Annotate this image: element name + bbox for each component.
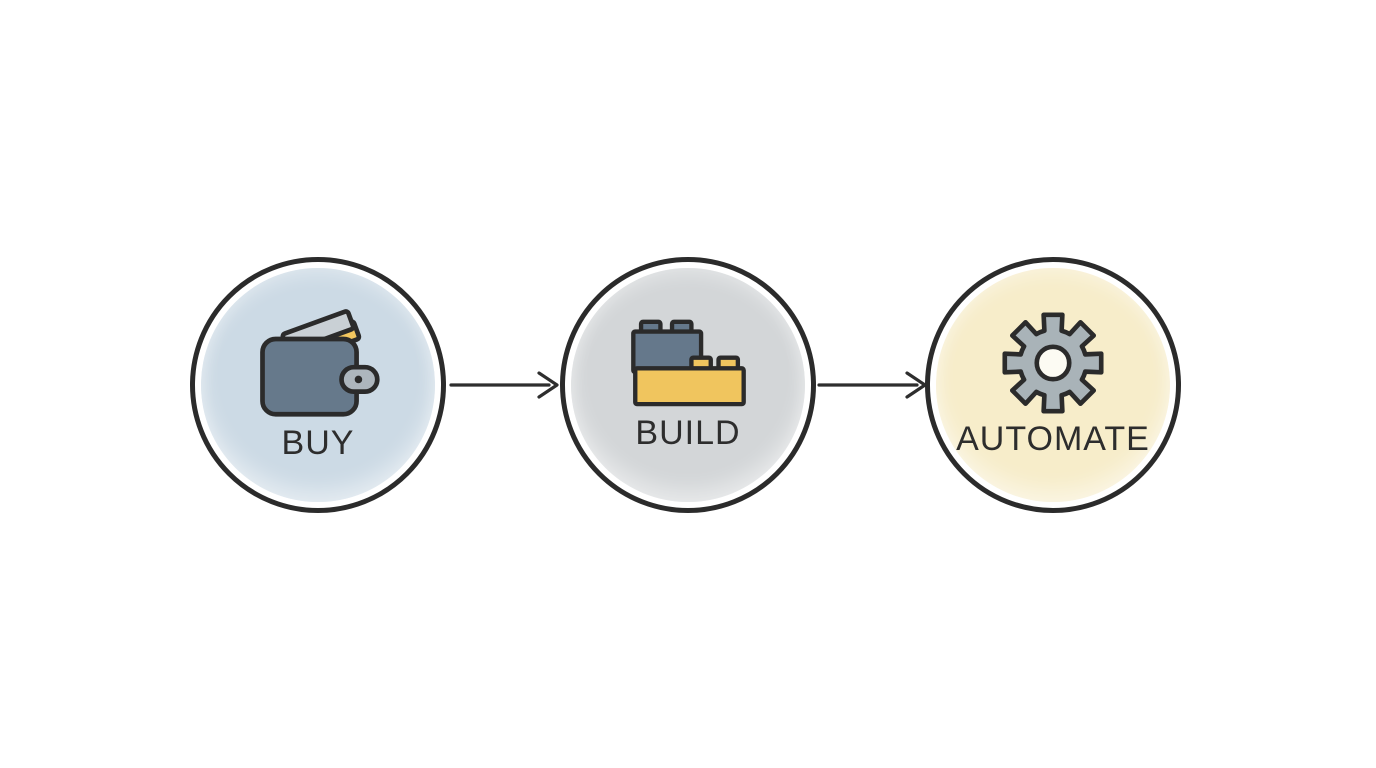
step-node-build: BUILD <box>560 257 816 513</box>
lego-bricks-icon <box>630 319 746 407</box>
connector-build-automate <box>817 368 931 402</box>
step-label-buy: BUY <box>281 424 355 463</box>
arrow-right-icon <box>817 371 927 399</box>
step-node-automate: AUTOMATE <box>925 257 1181 513</box>
wallet-strap-button <box>354 375 363 384</box>
step-label-automate: AUTOMATE <box>956 419 1150 458</box>
gear-hole <box>1034 344 1072 382</box>
connector-buy-build <box>449 368 563 402</box>
gear-icon <box>1002 312 1104 414</box>
step-node-buy: BUY <box>190 257 446 513</box>
wallet-icon <box>260 309 380 417</box>
arrow-right-icon <box>449 371 559 399</box>
yellow-brick <box>632 366 746 407</box>
step-label-build: BUILD <box>635 414 741 453</box>
